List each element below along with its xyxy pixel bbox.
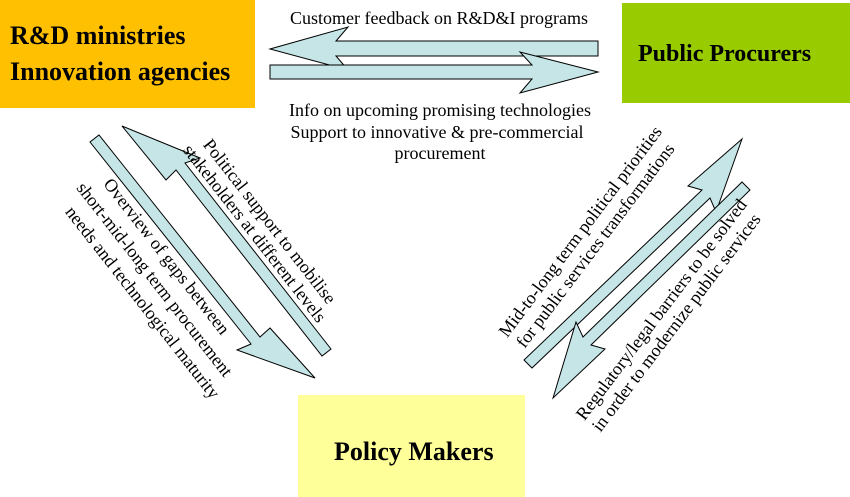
info-line1-label: Info on upcoming promising technologies <box>289 100 591 120</box>
innovation-agencies-label: Innovation agencies <box>10 57 231 86</box>
policy-makers-box: Policy Makers <box>298 395 525 497</box>
info-line3-label: procurement <box>395 143 486 163</box>
arrow-up-left-political-support <box>121 125 332 357</box>
customer-feedback-label: Customer feedback on R&D&I programs <box>290 8 588 28</box>
rd-ministries-box: R&D ministries Innovation agencies <box>0 0 255 108</box>
arrow-down-right-regulatory <box>551 181 751 400</box>
info-line2-label: Support to innovative & pre-commercial <box>291 122 584 142</box>
public-procurers-box: Public Procurers <box>622 3 850 103</box>
rd-ministries-label: R&D ministries <box>10 21 186 50</box>
policy-makers-label: Policy Makers <box>334 437 494 466</box>
arrow-down-left-overview <box>89 134 316 379</box>
arrow-right-info <box>269 51 600 94</box>
public-procurers-label: Public Procurers <box>638 41 812 67</box>
